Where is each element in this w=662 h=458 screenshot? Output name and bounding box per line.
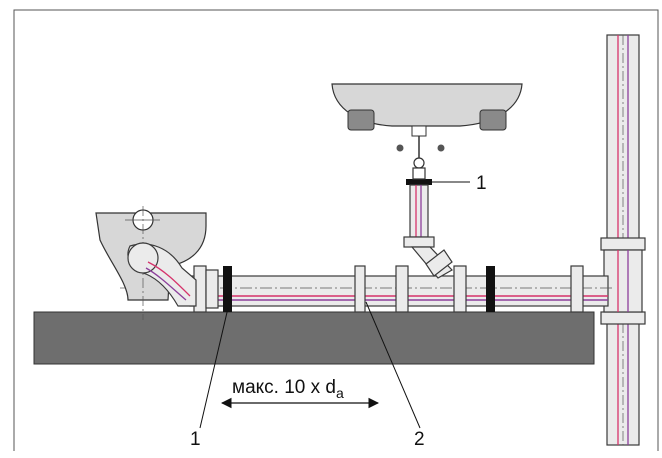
callout-label-clamp-bottom: 1 (190, 429, 201, 450)
callout-label-clamp-top: 1 (476, 173, 487, 194)
dimension-subscript: a (336, 385, 344, 401)
dimension-label: макс. 10 x da (232, 377, 344, 401)
riser-pipe (600, 34, 646, 446)
wash-basin (331, 83, 523, 279)
callouts (199, 181, 470, 429)
dimension-main-text: макс. 10 x d (232, 377, 336, 398)
floor-slab (33, 311, 595, 365)
toilet-fixture (95, 206, 207, 320)
pipe-couplings (193, 265, 584, 313)
pipe-clamps (223, 179, 495, 312)
callout-label-pipe: 2 (414, 429, 425, 450)
wall-outline (13, 9, 659, 451)
